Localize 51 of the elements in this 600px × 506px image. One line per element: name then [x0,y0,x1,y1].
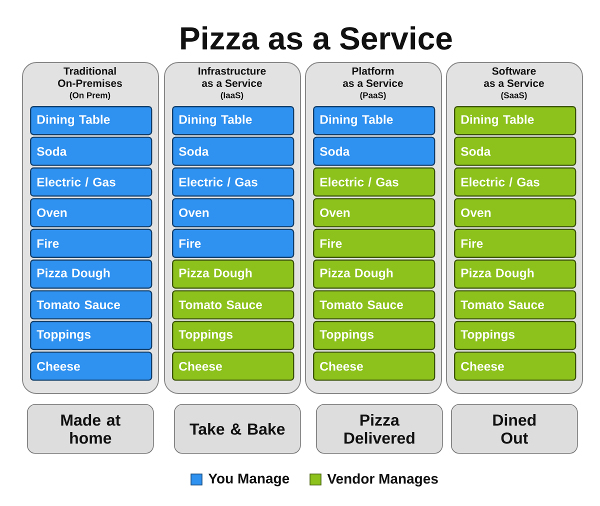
item-box: Tomato Sauce [30,290,152,320]
item-box: Pizza Dough [30,260,152,289]
item-box: Soda [30,136,152,166]
outcome-box: Pizza Delivered [316,404,443,454]
column-heading: Platform as a Service [342,67,403,87]
legend-label: Vendor Manages [327,473,438,487]
item-box: Dining Table [454,106,576,136]
item-box: Tomato Sauce [454,290,576,320]
item-box: Oven [30,198,152,228]
item-box: Cheese [454,352,576,381]
item-box: Fire [313,228,436,258]
item-box: Oven [454,198,576,228]
item-box: Oven [313,198,436,228]
item-box: Toppings [30,320,152,350]
item-box: Cheese [172,352,294,381]
item-box: Electric / Gas [172,167,294,197]
item-box: Oven [172,198,294,228]
item-box: Dining Table [172,106,294,136]
item-box: Dining Table [313,106,436,136]
column-subheading: (IaaS) [220,92,244,100]
column-subheading: (PaaS) [360,92,386,100]
item-box: Electric / Gas [313,167,436,197]
column-subheading: (On Prem) [70,92,110,100]
column-heading: Traditional On-Premises [58,67,122,87]
outcome-box: Dined Out [451,404,578,454]
item-box: Fire [30,228,152,258]
item-box: Tomato Sauce [313,290,436,320]
legend-label: You Manage [208,474,290,486]
item-box: Cheese [30,352,152,381]
outcome-box: Take & Bake [174,404,301,454]
item-box: Electric / Gas [454,167,576,197]
item-box: Toppings [454,320,576,350]
item-box: Fire [454,228,576,258]
outcome-box: Made at home [27,404,154,454]
item-box: Soda [313,136,436,166]
item-box: Pizza Dough [454,260,576,289]
item-box: Dining Table [30,106,152,136]
item-box: Soda [172,136,294,166]
item-box: Electric / Gas [30,167,152,197]
item-box: Fire [172,228,294,258]
item-box: Toppings [313,320,436,350]
column-heading: Infrastructure as a Service [198,67,266,87]
item-box: Pizza Dough [313,260,436,289]
item-box: Cheese [313,352,436,381]
column-heading: Software as a Service [484,67,544,87]
column-subheading: (SaaS) [501,92,527,100]
title: Pizza as a Service [181,26,452,50]
item-box: Soda [454,136,576,166]
item-box: Toppings [172,320,294,350]
item-box: Tomato Sauce [172,290,294,320]
item-box: Pizza Dough [172,260,294,289]
